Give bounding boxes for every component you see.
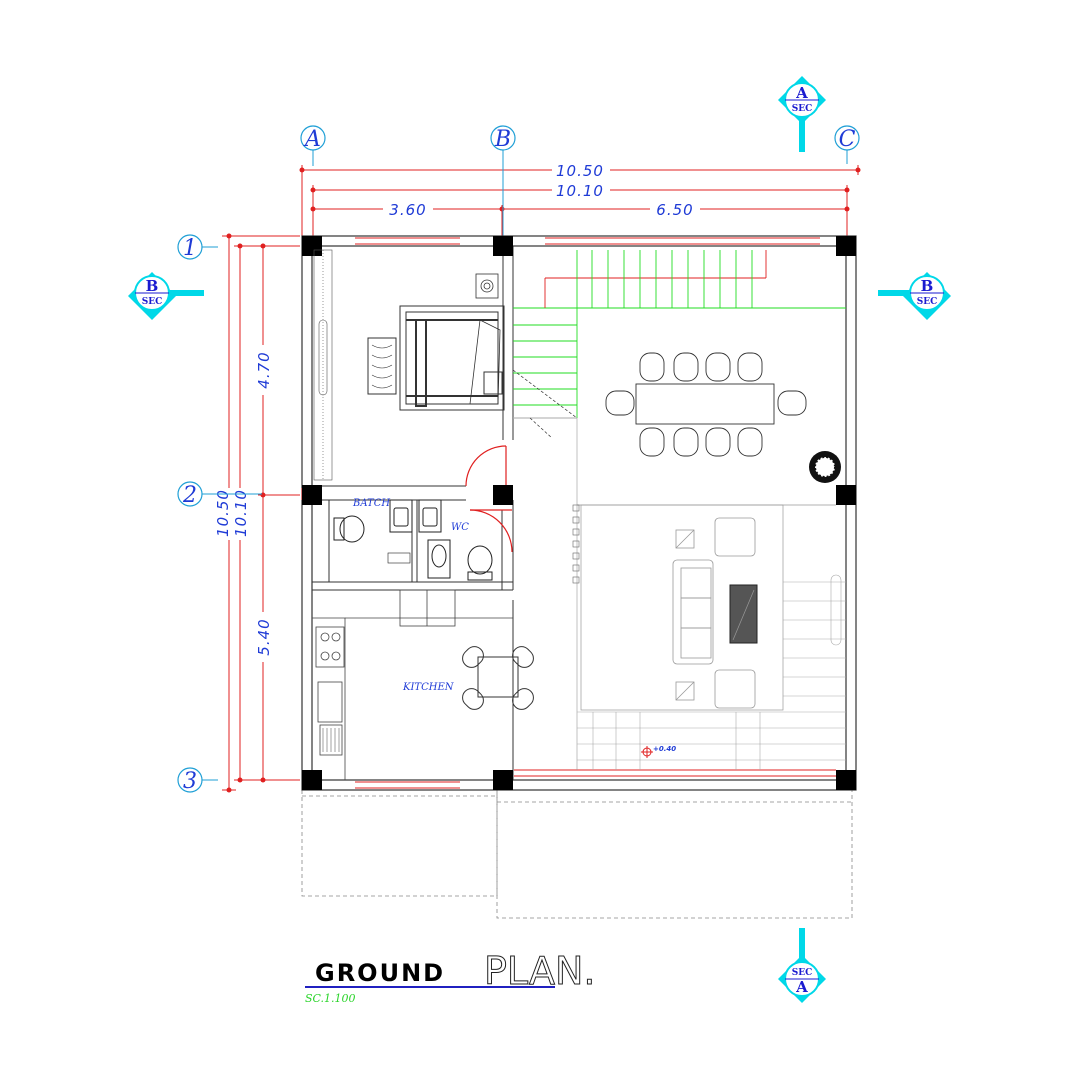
svg-text:+0.40: +0.40 — [653, 745, 676, 753]
doors — [465, 445, 513, 553]
double-bed — [367, 305, 505, 411]
interior-walls — [312, 246, 514, 790]
room-label-bath: BATCH — [352, 498, 390, 509]
svg-text:A: A — [795, 978, 808, 996]
dining-table — [605, 352, 807, 457]
potted-plant — [809, 451, 841, 483]
bath-fixtures — [333, 499, 442, 564]
structural-columns — [302, 236, 856, 790]
svg-text:SEC: SEC — [792, 104, 813, 114]
svg-text:SEC: SEC — [792, 968, 813, 978]
staircase — [513, 250, 846, 419]
entry-step-markers — [572, 504, 580, 584]
section-marker-a-bottom: SEC A — [778, 928, 826, 1003]
dim-left-23: 5.40 — [255, 618, 273, 655]
room-label-wc: WC — [451, 522, 469, 533]
svg-text:SEC: SEC — [142, 297, 163, 307]
title-main: GROUND — [315, 959, 445, 987]
drawing-title: GROUND PLAN. SC.1.100 — [305, 949, 596, 1005]
kitchen-table — [462, 646, 534, 710]
grid-label-c: C — [839, 127, 856, 152]
grid-label-2: 2 — [182, 483, 197, 508]
wardrobe — [313, 249, 333, 481]
exterior-walls — [301, 235, 857, 791]
grid-label-3: 3 — [183, 769, 197, 794]
svg-text:A: A — [795, 84, 808, 102]
section-marker-b-left: B SEC — [128, 272, 204, 320]
dim-left-12: 4.70 — [255, 351, 273, 388]
svg-text:B: B — [146, 277, 159, 295]
section-marker-b-right: B SEC — [878, 272, 951, 320]
room-label-kitchen: KITCHEN — [402, 682, 455, 693]
living-area — [577, 504, 836, 711]
dim-left-axes: 10.10 — [232, 489, 250, 537]
dim-top-ab: 3.60 — [389, 201, 426, 219]
balcony-outline — [301, 790, 853, 919]
svg-text:SEC: SEC — [917, 297, 938, 307]
grid-label-a: A — [303, 127, 321, 152]
grid-label-1: 1 — [183, 236, 197, 261]
scale-label: SC.1.100 — [305, 992, 356, 1005]
section-marker-a-top: A SEC — [778, 76, 826, 152]
dim-top-axes: 10.10 — [556, 182, 604, 200]
grid-label-b: B — [494, 127, 511, 152]
dim-left-overall: 10.50 — [214, 489, 232, 537]
kitchen-counter — [312, 589, 513, 780]
level-marker: +0.40 — [641, 745, 676, 758]
coffee-table — [729, 584, 758, 644]
wc-fixtures — [427, 539, 493, 581]
svg-text:B: B — [921, 277, 934, 295]
sofa-set — [672, 517, 756, 709]
dim-top-overall: 10.50 — [556, 162, 604, 180]
living-steps — [577, 574, 846, 770]
nightstand — [475, 273, 499, 299]
dim-top-bc: 6.50 — [656, 201, 693, 219]
